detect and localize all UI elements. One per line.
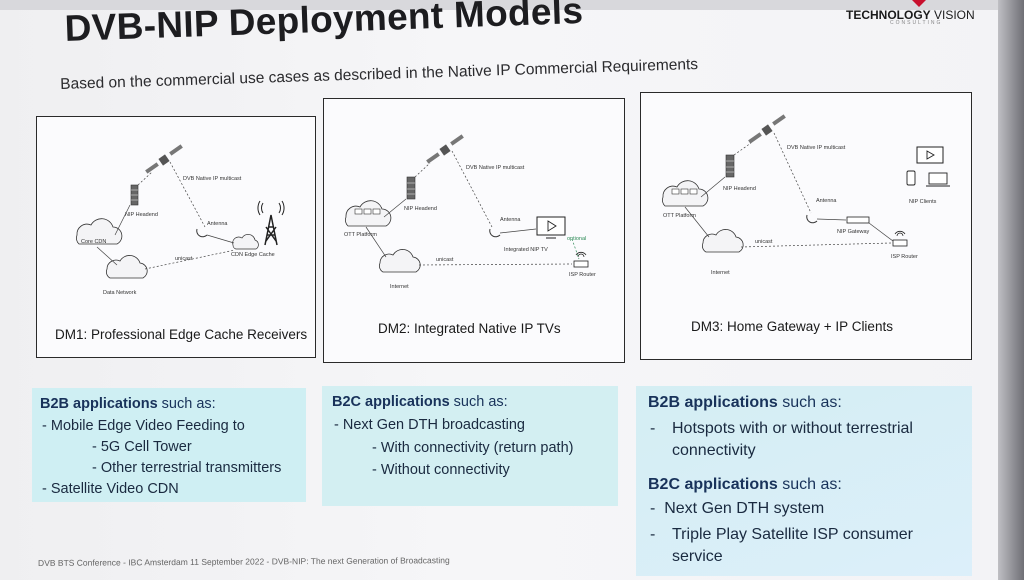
router-icon	[573, 251, 589, 268]
core-cdn-label: Core CDN	[81, 239, 106, 245]
brand-mark-icon	[912, 0, 926, 7]
ott-platform-label: OTT Platform	[663, 213, 696, 219]
satellite-icon	[748, 114, 786, 144]
applications-box-2: B2C applications such as: - Next Gen DTH…	[322, 386, 618, 506]
internet-label: Internet	[711, 270, 730, 276]
tv-label: Integrated NIP TV	[504, 247, 548, 253]
applications-heading-2: B2C applications such as:	[648, 476, 842, 493]
data-network-label: Data Network	[103, 290, 137, 296]
clients-label: NIP Clients	[909, 199, 937, 205]
slide-title: DVB-NIP Deployment Models	[64, 0, 584, 49]
brand-subtext: CONSULTING	[890, 20, 943, 26]
list-item: - Other terrestrial transmitters	[92, 460, 282, 476]
top-edge	[0, 0, 1024, 10]
router-label: ISP Router	[569, 272, 596, 278]
clients-icon	[906, 146, 950, 187]
antenna-icon	[489, 228, 501, 238]
unicast-label: unicast	[175, 256, 193, 262]
list-item: -Hotspots with or without terrestrial co…	[650, 420, 913, 459]
unicast-label: unicast	[436, 257, 454, 263]
headend-label: NIP Headend	[404, 206, 437, 212]
gateway-icon	[846, 216, 870, 224]
antenna-label: Antenna	[816, 198, 837, 204]
router-icon	[892, 230, 908, 247]
optional-label: optional	[567, 236, 586, 242]
antenna-label: Antenna	[207, 221, 228, 227]
headend-icon	[725, 154, 735, 178]
antenna-icon	[196, 228, 208, 238]
antenna-icon	[806, 214, 818, 224]
list-item: - With connectivity (return path)	[372, 440, 574, 456]
dm1-caption: DM1: Professional Edge Cache Receivers	[55, 327, 308, 342]
satellite-icon	[426, 134, 464, 164]
headend-icon	[406, 176, 416, 200]
slide-subtitle: Based on the commercial use cases as des…	[60, 55, 699, 93]
ott-platform-cloud-icon	[345, 200, 392, 227]
data-network-cloud-icon	[106, 255, 148, 279]
list-item: - Without connectivity	[372, 462, 510, 478]
dm1-diagram: DVB Native IP multicast NIP Headend Core…	[76, 144, 285, 296]
dm3-caption: DM3: Home Gateway + IP Clients	[691, 319, 893, 334]
cell-tower-icon	[257, 200, 285, 246]
applications-heading: B2B applications such as:	[648, 394, 842, 411]
slide-footer: DVB BTS Conference - IBC Amsterdam 11 Se…	[38, 555, 450, 568]
applications-box-3: B2B applications such as: -Hotspots with…	[636, 386, 972, 576]
dm2-diagram: DVB Native IP multicast NIP Headend OTT …	[344, 134, 596, 290]
ott-platform-label: OTT Platform	[344, 232, 377, 238]
unicast-label: unicast	[755, 239, 773, 245]
headend-label: NIP Headend	[723, 186, 756, 192]
router-label: ISP Router	[891, 254, 918, 260]
headend-icon	[130, 184, 139, 206]
applications-heading: B2B applications such as:	[40, 396, 216, 412]
applications-box-1: B2B applications such as: - Mobile Edge …	[32, 388, 306, 502]
cloud-icon	[76, 218, 123, 245]
gateway-label: NIP Gateway	[837, 229, 870, 235]
diagram-panel-dm1: DVB Native IP multicast NIP Headend Core…	[36, 116, 316, 358]
headend-label: NIP Headend	[125, 212, 158, 218]
satellite-label: DVB Native IP multicast	[183, 176, 242, 182]
list-item: -Triple Play Satellite ISP consumer serv…	[650, 526, 913, 565]
list-item: - Next Gen DTH system	[650, 500, 825, 517]
applications-heading: B2C applications such as:	[332, 394, 508, 410]
satellite-label: DVB Native IP multicast	[466, 165, 525, 171]
edge-cache-label: CDN Edge Cache	[231, 252, 275, 258]
satellite-icon	[145, 144, 183, 174]
list-item: - 5G Cell Tower	[92, 439, 192, 455]
diagram-panel-dm2: DVB Native IP multicast NIP Headend OTT …	[323, 98, 625, 363]
internet-cloud-icon	[702, 229, 744, 253]
dm3-diagram: DVB Native IP multicast NIP Headend OTT …	[662, 114, 950, 276]
right-edge	[998, 0, 1024, 580]
antenna-label: Antenna	[500, 217, 521, 223]
tv-icon	[536, 216, 566, 239]
diagram-panel-dm3: DVB Native IP multicast NIP Headend OTT …	[640, 92, 972, 360]
internet-cloud-icon	[379, 249, 421, 273]
list-item: - Mobile Edge Video Feeding to	[42, 418, 245, 434]
edge-cache-cloud-icon	[232, 234, 259, 250]
internet-label: Internet	[390, 284, 409, 290]
brand-logo: TECHNOLOGY VISION	[846, 8, 975, 22]
brand-name-light: VISION	[930, 8, 975, 22]
list-item: - Next Gen DTH broadcasting	[334, 417, 525, 433]
brand-name-bold: TECHNOLOGY	[846, 8, 931, 22]
satellite-label: DVB Native IP multicast	[787, 145, 846, 151]
ott-platform-cloud-icon	[662, 180, 709, 207]
list-item: - Satellite Video CDN	[42, 481, 179, 497]
dm2-caption: DM2: Integrated Native IP TVs	[378, 321, 561, 336]
